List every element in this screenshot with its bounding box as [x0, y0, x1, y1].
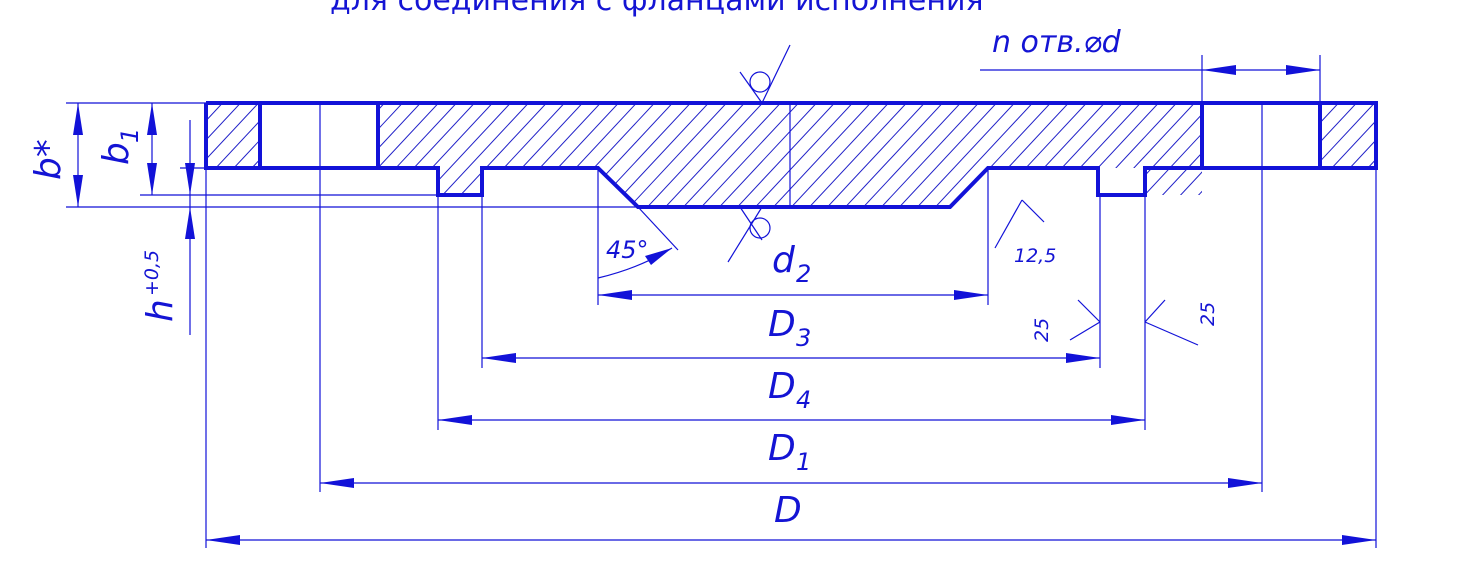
hatch-line	[297, 103, 411, 207]
hatch-line	[477, 103, 591, 207]
dimension-labels: n отв.⌀d b* b 1 h +0,5 45° d 2 D 3 D 4 D…	[28, 25, 1219, 531]
angle-label: 45°	[606, 236, 649, 264]
hatch-line	[206, 103, 285, 207]
hatch-line	[207, 103, 321, 207]
h-label: h	[140, 299, 181, 322]
hatch-line	[495, 103, 609, 207]
D1-subscript: 1	[796, 448, 811, 476]
hatch-line	[206, 103, 267, 207]
roughness-12-5: 12,5	[1014, 245, 1056, 267]
D3-subscript: 3	[796, 324, 811, 352]
hatch-line	[1341, 103, 1376, 207]
header-fragment: для соединения с фланцами исполнения	[330, 0, 984, 18]
hatch-line	[1161, 103, 1275, 207]
hatch-line	[729, 103, 843, 207]
hatch-line	[1197, 103, 1311, 207]
hatch-line	[819, 103, 933, 207]
dimension-arrows	[73, 65, 1376, 545]
d2-subscript: 2	[796, 260, 811, 288]
hatch-line	[801, 103, 915, 207]
hatch-line	[891, 103, 1005, 207]
hatch-line	[711, 103, 825, 207]
extension-lines	[66, 55, 1377, 548]
D4-subscript: 4	[796, 386, 811, 414]
hatch-line	[315, 103, 429, 207]
roughness-25-left: 25	[1031, 318, 1053, 342]
hatch-line	[1251, 103, 1365, 207]
hatch-line	[693, 103, 807, 207]
hatch-line	[1179, 103, 1293, 207]
hatch-line	[765, 103, 879, 207]
h-tolerance: +0,5	[141, 250, 163, 296]
roughness-25-right: 25	[1197, 302, 1219, 326]
b1-label: b	[96, 142, 137, 165]
hatch-line	[1233, 103, 1347, 207]
hatch-line	[675, 103, 789, 207]
hatch-line	[279, 103, 393, 207]
hatch-line	[333, 103, 447, 207]
d2-label: d	[772, 240, 796, 281]
hatch-line	[549, 103, 663, 207]
hatch-line	[1468, 95, 1476, 215]
hatch-line	[585, 103, 699, 207]
hatch-line	[981, 103, 1095, 207]
hatch-line	[999, 103, 1113, 207]
hatch-line	[1450, 95, 1476, 215]
hatch-line	[1305, 103, 1376, 207]
section-hatching	[206, 95, 1476, 215]
D4-label: D	[768, 366, 796, 407]
hatch-line	[927, 103, 1041, 207]
hatch-line	[1396, 95, 1476, 215]
hatch-line	[206, 103, 249, 207]
hatch-line	[513, 103, 627, 207]
D1-label: D	[768, 428, 796, 469]
b-star-label: b*	[28, 139, 69, 180]
holes-label: n отв.⌀d	[992, 25, 1122, 60]
hatch-line	[873, 103, 987, 207]
hatch-line	[909, 103, 1023, 207]
flange-outline	[204, 101, 1378, 209]
hatch-line	[1414, 95, 1476, 215]
hatch-line	[603, 103, 717, 207]
b1-subscript: 1	[116, 128, 144, 143]
hatch-line	[855, 103, 969, 207]
hatch-line	[567, 103, 681, 207]
hatch-line	[783, 103, 897, 207]
hatch-line	[1287, 103, 1376, 207]
hatch-line	[747, 103, 861, 207]
hatch-line	[1215, 103, 1329, 207]
hatch-line	[1269, 103, 1376, 207]
hatch-line	[837, 103, 951, 207]
hatch-line	[639, 103, 753, 207]
surface-symbols	[637, 44, 1199, 346]
axis-lines	[319, 103, 1263, 492]
hatch-line	[963, 103, 1077, 207]
hatch-line	[621, 103, 735, 207]
hatch-line	[1432, 95, 1476, 215]
hatch-line	[1378, 95, 1476, 215]
hatch-line	[225, 103, 339, 207]
hatch-line	[945, 103, 1059, 207]
hatch-line	[1323, 103, 1376, 207]
D3-label: D	[768, 304, 796, 345]
hatch-line	[206, 103, 231, 207]
hatch-line	[657, 103, 771, 207]
D-label: D	[774, 490, 802, 531]
hatch-line	[261, 103, 375, 207]
